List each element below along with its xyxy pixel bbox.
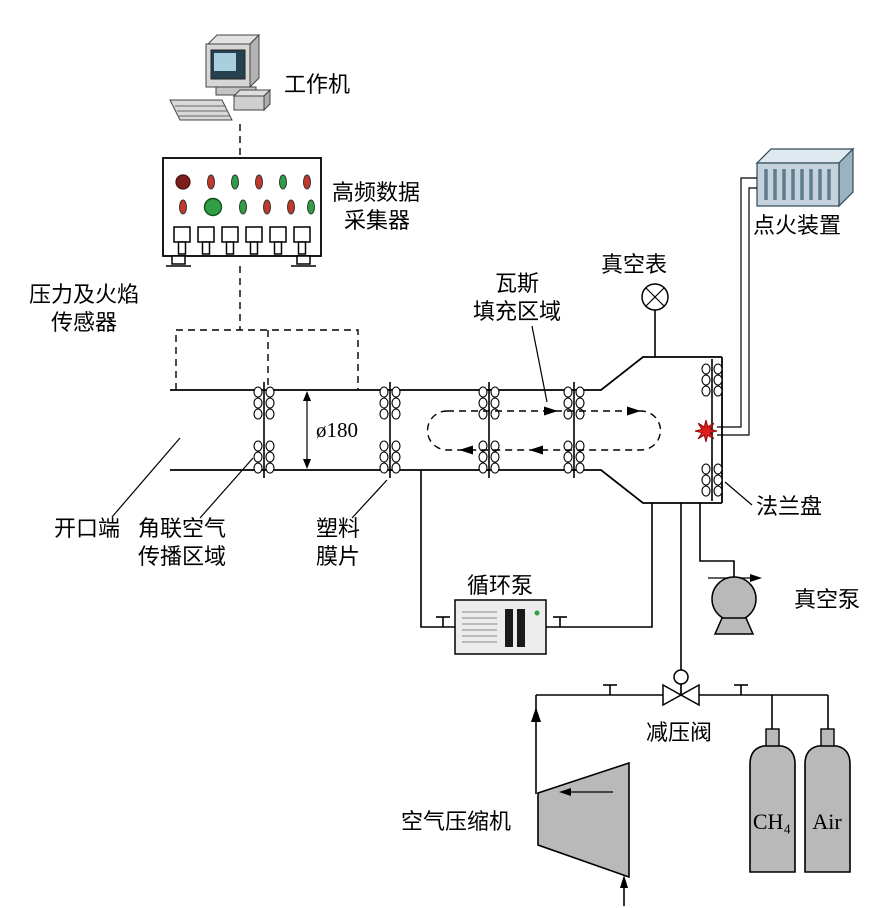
gas-cylinder-air: Air	[804, 728, 851, 873]
pipe-flanges	[253, 382, 585, 478]
spark-icon	[694, 419, 718, 443]
workstation-computer-icon	[169, 33, 272, 121]
sensor-label-line2: 传感器	[51, 310, 117, 335]
vacuum-pump-piping	[699, 503, 735, 577]
flange-label: 法兰盘	[756, 494, 822, 519]
gas-circulation-loop	[426, 406, 662, 455]
vacuum-pump-icon	[708, 574, 762, 635]
main-pipe	[170, 356, 723, 504]
open-end-pointer-line	[111, 437, 181, 518]
cylinder-ch4-label: CH₄	[753, 809, 791, 834]
vacuum-gauge-icon	[641, 283, 669, 357]
flange-pointer-line	[724, 481, 753, 506]
ignition-device-label: 点火装置	[753, 213, 841, 238]
circulation-piping	[420, 470, 653, 628]
gas-zone-pointer-line	[531, 325, 548, 403]
membrane-label-line2: 膜片	[316, 544, 360, 569]
air-compressor-label: 空气压缩机	[401, 809, 511, 834]
workstation-label: 工作机	[284, 72, 350, 97]
daq-device-icon	[162, 157, 322, 267]
reducing-valve-label: 减压阀	[646, 720, 712, 745]
gas-zone-label-line2: 填充区域	[473, 299, 561, 324]
air-zone-pointer-line	[199, 457, 254, 519]
circulation-pump-label: 循环泵	[467, 573, 533, 598]
reducing-valve-icon	[662, 669, 700, 707]
vacuum-gauge-label: 真空表	[601, 252, 667, 277]
air-zone-label-line2: 传播区域	[138, 544, 226, 569]
ignition-wires	[717, 177, 757, 436]
sensor-dashed-ports	[175, 329, 359, 390]
gas-zone-label-line1: 瓦斯	[495, 271, 539, 296]
membrane-label-line1: 塑料	[316, 516, 360, 541]
diameter-dimension: ø180	[303, 391, 358, 469]
ignition-device-icon	[755, 147, 855, 208]
vacuum-pump-label: 真空泵	[794, 587, 860, 612]
diameter-label: ø180	[316, 418, 358, 442]
membrane-pointer-line	[351, 479, 388, 519]
daq-toggle-switches	[173, 226, 311, 255]
circulation-pump-icon	[454, 599, 547, 655]
sensor-label-line1: 压力及火焰	[29, 282, 139, 307]
open-end-label: 开口端	[54, 516, 120, 541]
daq-label-line2: 采集器	[344, 208, 410, 233]
cylinder-air-label: Air	[812, 809, 842, 834]
daq-label-line1: 高频数据	[332, 180, 420, 205]
gas-cylinder-ch4: CH₄	[749, 728, 796, 873]
air-compressor-icon	[537, 761, 630, 906]
air-zone-label-line1: 角联空气	[138, 516, 226, 541]
